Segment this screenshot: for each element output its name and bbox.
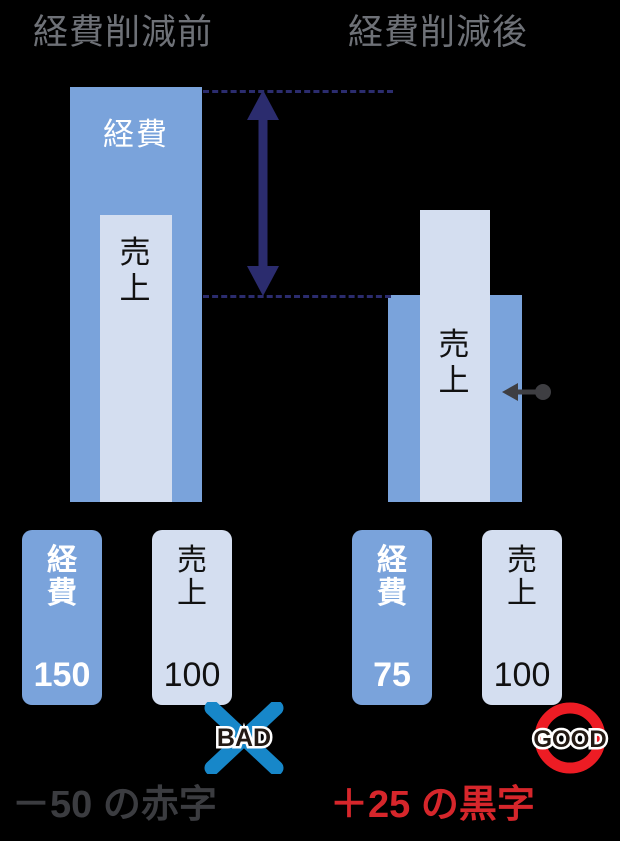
revenue-bar-before-char1: 売 <box>119 235 153 270</box>
revenue-bar-after-label: 売 上 <box>420 327 490 399</box>
legend-chip-revenue-after-name: 売上 <box>507 544 537 610</box>
legend-chip-revenue-before-name: 売上 <box>177 544 207 610</box>
legend-chip-revenue-before: 売上 100 <box>152 530 232 705</box>
good-mark-label: GOOD <box>533 726 606 753</box>
revenue-bar-after-char2: 上 <box>438 363 472 398</box>
bad-mark-icon: BAD <box>204 702 284 774</box>
cost-reduction-pointer-icon <box>502 383 551 401</box>
bad-mark-label: BAD <box>217 724 271 752</box>
revenue-bar-before-label: 売 上 <box>100 235 172 307</box>
revenue-bar-before: 売 上 <box>100 215 172 502</box>
legend-chip-cost-after-name: 経費 <box>377 544 407 610</box>
revenue-bar-before-char2: 上 <box>119 271 153 306</box>
caption-after: ＋25 の黒字 <box>330 784 535 826</box>
legend-chip-revenue-before-value: 100 <box>163 656 221 694</box>
reference-line-revenue-top <box>203 295 391 298</box>
legend-chip-revenue-after: 売上 100 <box>482 530 562 705</box>
revenue-bar-after: 売 上 <box>420 210 490 502</box>
reference-line-cost-top <box>203 90 393 93</box>
revenue-bar-after-char1: 売 <box>438 327 472 362</box>
deficit-gap-arrow-icon <box>247 90 279 296</box>
legend-chip-cost-before: 経費 150 <box>22 530 102 705</box>
cost-bar-before-label: 経費 <box>103 117 169 152</box>
legend-chip-cost-after-value: 75 <box>373 656 411 694</box>
caption-before: －50 の赤字 <box>12 784 217 826</box>
legend-chip-cost-before-value: 150 <box>33 656 91 694</box>
legend-chip-revenue-after-value: 100 <box>493 656 551 694</box>
column-header-before: 経費削減前 <box>33 13 214 52</box>
legend-chip-cost-after: 経費 75 <box>352 530 432 705</box>
column-header-after: 経費削減後 <box>348 13 529 52</box>
legend-chip-cost-before-name: 経費 <box>47 544 77 610</box>
good-mark-icon: GOOD <box>531 702 609 774</box>
